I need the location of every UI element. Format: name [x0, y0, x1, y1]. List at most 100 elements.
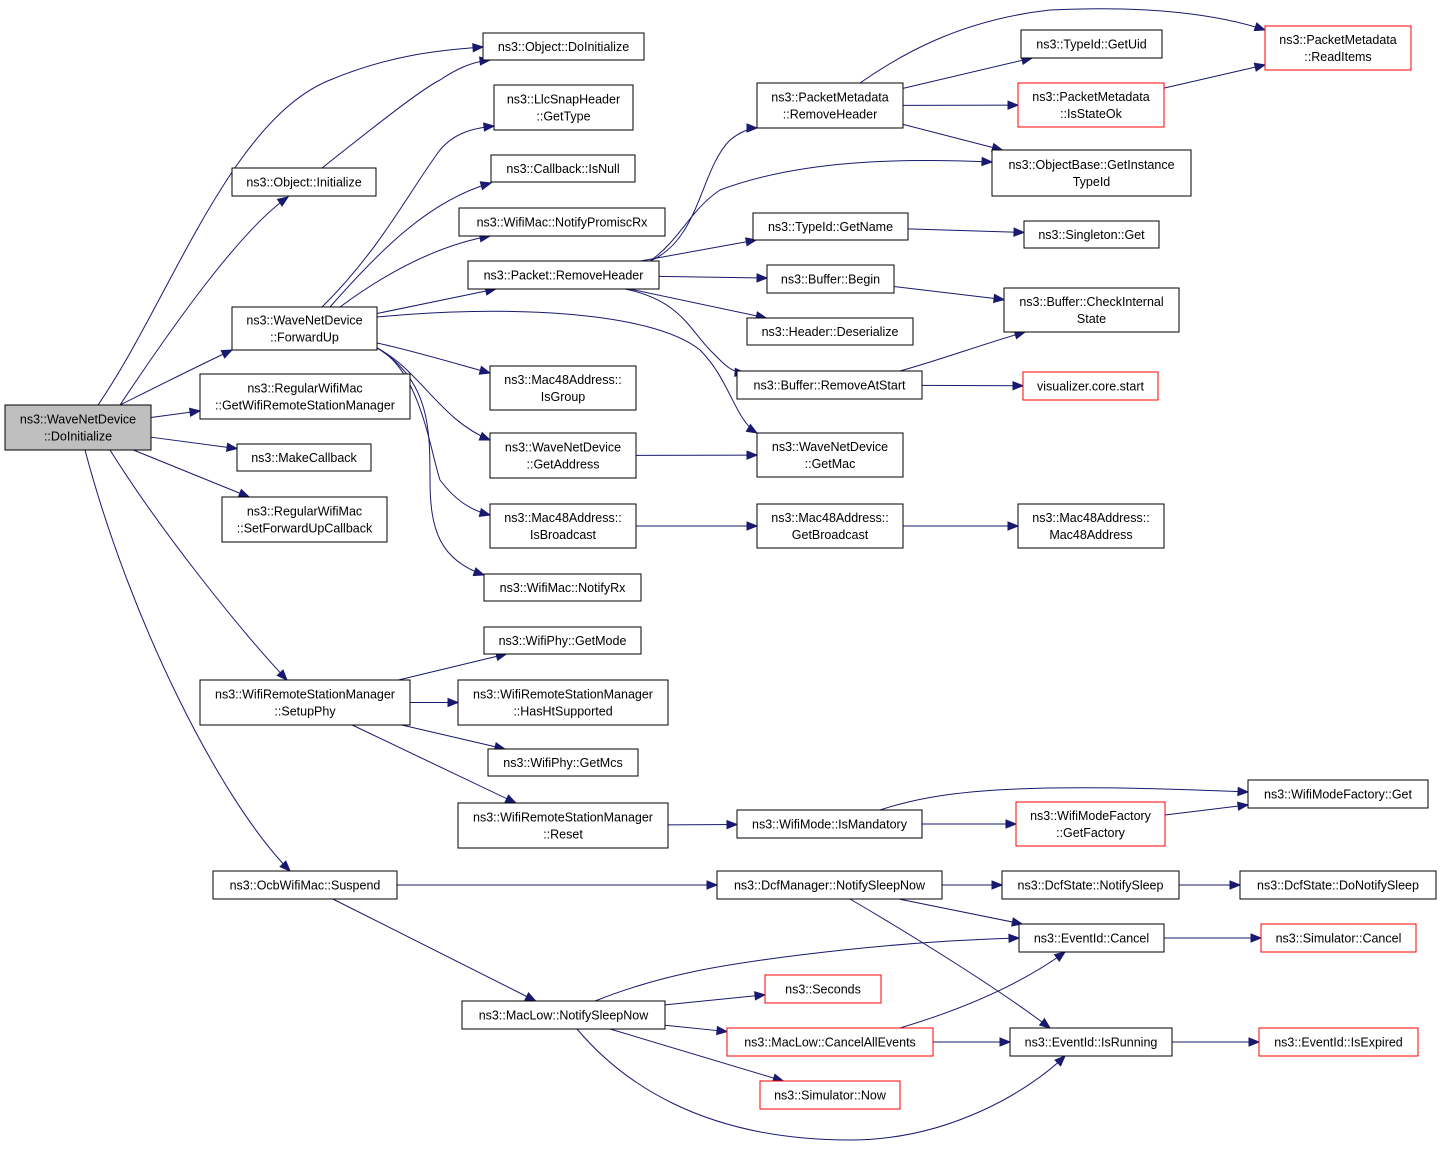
node-maclow_cancelall[interactable]: ns3::MacLow::CancelAllEvents	[726, 1027, 934, 1057]
node-mac48_isgroup-box[interactable]	[489, 365, 637, 411]
node-wifiphy_getmode-box[interactable]	[483, 626, 642, 655]
node-makecallback[interactable]: ns3::MakeCallback	[236, 443, 372, 472]
node-rwm_setfwd[interactable]: ns3::RegularWifiMac::SetForwardUpCallbac…	[221, 496, 388, 543]
node-seconds[interactable]: ns3::Seconds	[764, 974, 882, 1004]
node-wrsm_hasht-box[interactable]	[457, 679, 669, 726]
node-wrsm_hasht[interactable]: ns3::WifiRemoteStationManager::HasHtSupp…	[457, 679, 669, 726]
node-pkt_removeheader[interactable]: ns3::Packet::RemoveHeader	[467, 260, 660, 290]
node-obj_doinit[interactable]: ns3::Object::DoInitialize	[482, 32, 645, 61]
node-sim_cancel[interactable]: ns3::Simulator::Cancel	[1260, 923, 1417, 953]
node-wnd_getaddress-box[interactable]	[489, 432, 637, 479]
node-dcfs_notifysleep[interactable]: ns3::DcfState::NotifySleep	[1001, 870, 1180, 900]
node-mac48_isbroadcast-box[interactable]	[489, 503, 637, 549]
node-maclow_cancelall-box[interactable]	[726, 1027, 934, 1057]
node-wrsm_reset-box[interactable]	[457, 802, 669, 849]
node-header_deser-box[interactable]	[746, 317, 914, 346]
node-dcfs_notifysleep-box[interactable]	[1001, 870, 1180, 900]
node-ocb_suspend-box[interactable]	[212, 870, 398, 900]
node-wifimac_notifyrx[interactable]: ns3::WifiMac::NotifyRx	[483, 573, 642, 602]
node-pm_isstateok[interactable]: ns3::PacketMetadata::IsStateOk	[1017, 82, 1165, 128]
node-eventid_isexpired-box[interactable]	[1258, 1027, 1419, 1057]
node-mac48_isbroadcast[interactable]: ns3::Mac48Address::IsBroadcast	[489, 503, 637, 549]
node-wrsm_setupphy[interactable]: ns3::WifiRemoteStationManager::SetupPhy	[199, 679, 411, 726]
node-ob_getinstance-box[interactable]	[991, 149, 1192, 197]
node-typeid_getuid[interactable]: ns3::TypeId::GetUid	[1020, 29, 1163, 59]
node-mac48_getbroadcast-box[interactable]	[756, 503, 904, 549]
node-eventid_isexpired[interactable]: ns3::EventId::IsExpired	[1258, 1027, 1419, 1057]
node-pm_isstateok-box[interactable]	[1017, 82, 1165, 128]
node-wmf_getfactory-box[interactable]	[1015, 801, 1166, 847]
node-wmf_get[interactable]: ns3::WifiModeFactory::Get	[1247, 779, 1429, 809]
node-wifiphy_getmode[interactable]: ns3::WifiPhy::GetMode	[483, 626, 642, 655]
node-buffer_removeatstart-box[interactable]	[736, 370, 923, 400]
node-eventid_isrunning-box[interactable]	[1009, 1027, 1173, 1057]
node-buffer_begin[interactable]: ns3::Buffer::Begin	[766, 264, 895, 294]
node-maclow_sleep-box[interactable]	[461, 1000, 666, 1030]
node-dcfm_sleep[interactable]: ns3::DcfManager::NotifySleepNow	[716, 870, 943, 900]
node-wmf_getfactory[interactable]: ns3::WifiModeFactory::GetFactory	[1015, 801, 1166, 847]
node-sim_cancel-box[interactable]	[1260, 923, 1417, 953]
node-makecallback-box[interactable]	[236, 443, 372, 472]
node-buffer_check-box[interactable]	[1003, 287, 1180, 333]
node-wifiphy_getmcs[interactable]: ns3::WifiPhy::GetMcs	[487, 748, 639, 777]
node-dcfs_donotifysleep[interactable]: ns3::DcfState::DoNotifySleep	[1239, 870, 1437, 900]
node-wrsm_setupphy-box[interactable]	[199, 679, 411, 726]
node-ocb_suspend[interactable]: ns3::OcbWifiMac::Suspend	[212, 870, 398, 900]
node-llc_gettype[interactable]: ns3::LlcSnapHeader::GetType	[493, 84, 634, 131]
node-pm_readitems[interactable]: ns3::PacketMetadata::ReadItems	[1264, 25, 1412, 71]
node-eventid_isrunning[interactable]: ns3::EventId::IsRunning	[1009, 1027, 1173, 1057]
node-typeid_getuid-box[interactable]	[1020, 29, 1163, 59]
node-wifimode_ismandatory-box[interactable]	[736, 809, 923, 839]
node-viz_start[interactable]: visualizer.core.start	[1022, 371, 1159, 401]
node-eventid_cancel[interactable]: ns3::EventId::Cancel	[1018, 923, 1165, 953]
node-seconds-box[interactable]	[764, 974, 882, 1004]
node-wrsm_reset[interactable]: ns3::WifiRemoteStationManager::Reset	[457, 802, 669, 849]
node-singleton_get[interactable]: ns3::Singleton::Get	[1023, 220, 1160, 249]
node-obj_doinit-box[interactable]	[482, 32, 645, 61]
node-pm_removeheader-box[interactable]	[756, 82, 904, 129]
node-wnd_forwardup[interactable]: ns3::WaveNetDevice::ForwardUp	[231, 306, 378, 351]
node-rwm_setfwd-box[interactable]	[221, 496, 388, 543]
node-root-box[interactable]	[4, 404, 152, 451]
node-root[interactable]: ns3::WaveNetDevice::DoInitialize	[4, 404, 152, 451]
node-cb_isnull[interactable]: ns3::Callback::IsNull	[490, 154, 636, 183]
node-wifimac_promisc[interactable]: ns3::WifiMac::NotifyPromiscRx	[458, 207, 666, 237]
node-rwm_getwrsm[interactable]: ns3::RegularWifiMac::GetWifiRemoteStatio…	[199, 373, 411, 420]
node-wnd_getaddress[interactable]: ns3::WaveNetDevice::GetAddress	[489, 432, 637, 479]
node-obj_init[interactable]: ns3::Object::Initialize	[231, 167, 377, 197]
node-mac48_ctor[interactable]: ns3::Mac48Address::Mac48Address	[1017, 503, 1165, 549]
node-maclow_sleep[interactable]: ns3::MacLow::NotifySleepNow	[461, 1000, 666, 1030]
node-typeid_getname[interactable]: ns3::TypeId::GetName	[752, 212, 909, 241]
node-typeid_getname-box[interactable]	[752, 212, 909, 241]
node-singleton_get-box[interactable]	[1023, 220, 1160, 249]
node-viz_start-box[interactable]	[1022, 371, 1159, 401]
node-cb_isnull-box[interactable]	[490, 154, 636, 183]
node-wnd_getmac-box[interactable]	[756, 432, 904, 478]
node-mac48_isgroup[interactable]: ns3::Mac48Address::IsGroup	[489, 365, 637, 411]
node-mac48_getbroadcast[interactable]: ns3::Mac48Address::GetBroadcast	[756, 503, 904, 549]
node-wifiphy_getmcs-box[interactable]	[487, 748, 639, 777]
node-llc_gettype-box[interactable]	[493, 84, 634, 131]
node-wnd_getmac[interactable]: ns3::WaveNetDevice::GetMac	[756, 432, 904, 478]
node-sim_now-box[interactable]	[759, 1080, 901, 1110]
node-buffer_removeatstart[interactable]: ns3::Buffer::RemoveAtStart	[736, 370, 923, 400]
node-rwm_getwrsm-box[interactable]	[199, 373, 411, 420]
node-dcfm_sleep-box[interactable]	[716, 870, 943, 900]
node-header_deser[interactable]: ns3::Header::Deserialize	[746, 317, 914, 346]
node-sim_now[interactable]: ns3::Simulator::Now	[759, 1080, 901, 1110]
node-wifimac_promisc-box[interactable]	[458, 207, 666, 237]
node-pkt_removeheader-box[interactable]	[467, 260, 660, 290]
node-pm_removeheader[interactable]: ns3::PacketMetadata::RemoveHeader	[756, 82, 904, 129]
node-dcfs_donotifysleep-box[interactable]	[1239, 870, 1437, 900]
node-wnd_forwardup-box[interactable]	[231, 306, 378, 351]
node-wmf_get-box[interactable]	[1247, 779, 1429, 809]
node-pm_readitems-box[interactable]	[1264, 25, 1412, 71]
node-wifimode_ismandatory[interactable]: ns3::WifiMode::IsMandatory	[736, 809, 923, 839]
node-eventid_cancel-box[interactable]	[1018, 923, 1165, 953]
node-wifimac_notifyrx-box[interactable]	[483, 573, 642, 602]
node-buffer_begin-box[interactable]	[766, 264, 895, 294]
node-obj_init-box[interactable]	[231, 167, 377, 197]
node-mac48_ctor-box[interactable]	[1017, 503, 1165, 549]
